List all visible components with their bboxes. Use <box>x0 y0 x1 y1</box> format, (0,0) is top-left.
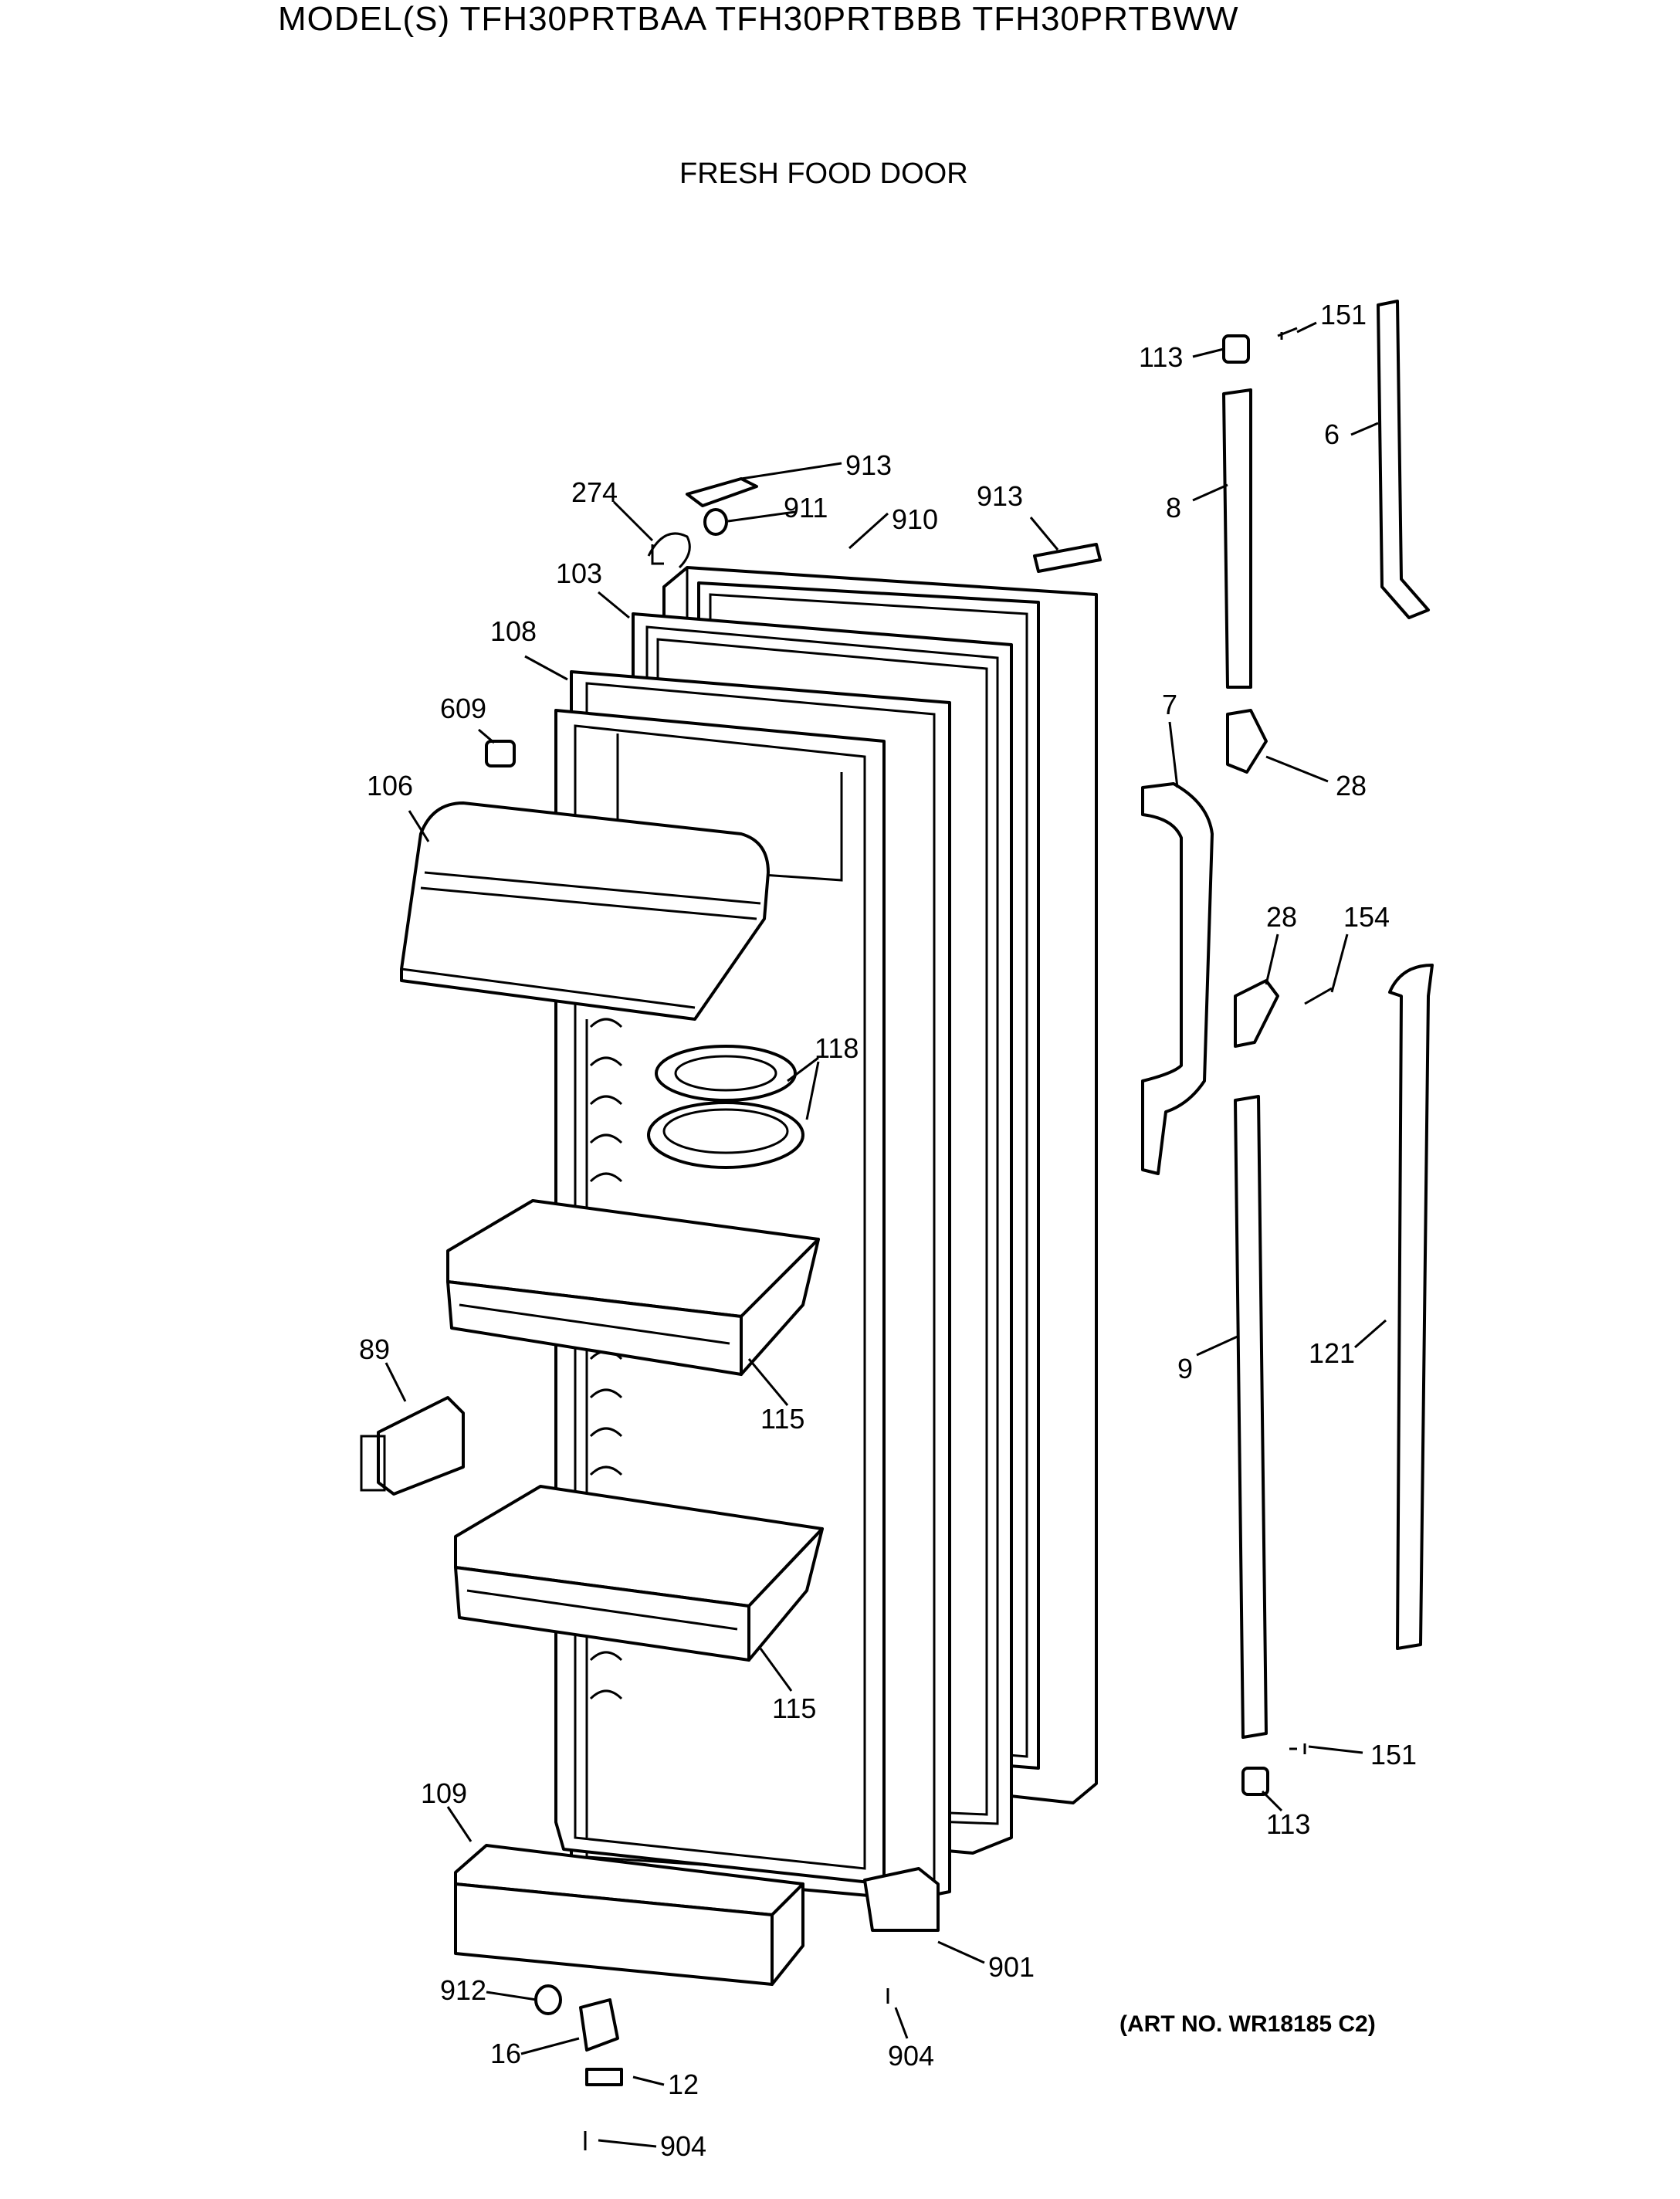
egg-tray-lower <box>647 1101 804 1169</box>
hinge-cap <box>534 1984 562 2015</box>
hinge-screw <box>1304 987 1333 1005</box>
hinge-cam <box>579 1998 619 2052</box>
callout-904-b: 904 <box>660 2130 706 2162</box>
callout-103: 103 <box>556 557 602 589</box>
callout-108: 108 <box>490 615 537 647</box>
callout-109: 109 <box>421 1777 467 1809</box>
leader-lines <box>384 321 1387 2148</box>
callout-113-top: 113 <box>1139 341 1183 373</box>
door-stop-bracket <box>863 1867 940 1932</box>
callout-28-a: 28 <box>1336 770 1367 801</box>
door-bin-lower <box>454 1485 824 1662</box>
hinge-bushing <box>703 508 728 536</box>
callout-151-top: 151 <box>1320 299 1367 330</box>
dairy-compartment-cover <box>400 801 770 1021</box>
callout-106: 106 <box>367 770 413 801</box>
bottom-door-bin <box>454 1844 804 1986</box>
air-filter-part <box>360 1396 465 1496</box>
callout-6: 6 <box>1324 418 1340 450</box>
trim-end-cap-bottom <box>1241 1767 1269 1796</box>
callout-115-a: 115 <box>760 1403 804 1435</box>
callout-151-bot: 151 <box>1370 1739 1417 1770</box>
callout-8: 8 <box>1166 492 1181 523</box>
handle-trim-lower <box>1388 964 1434 1650</box>
callout-912: 912 <box>440 1974 486 2006</box>
callout-904-a: 904 <box>888 2040 934 2072</box>
page-title: MODEL(S) TFH30PRTBAA TFH30PRTBBB TFH30PR… <box>278 0 1239 38</box>
hinge-shim-left <box>686 477 758 507</box>
callout-121: 121 <box>1309 1337 1355 1369</box>
hinge-plate <box>585 2068 623 2086</box>
door-switch-clip <box>485 740 516 767</box>
callout-115-b: 115 <box>772 1692 816 1724</box>
hinge-shim-right <box>1033 543 1102 573</box>
hinge-bracket-upper <box>1226 709 1268 774</box>
wire-harness <box>647 532 691 569</box>
callout-913-b: 913 <box>977 480 1023 512</box>
callout-89: 89 <box>359 1333 390 1365</box>
callout-154: 154 <box>1343 901 1390 933</box>
callout-274: 274 <box>571 476 618 508</box>
trim-strip-lower <box>1234 1095 1268 1739</box>
art-number: (ART NO. WR18185 C2) <box>1119 2011 1376 2037</box>
callout-911: 911 <box>784 492 828 523</box>
egg-tray-upper <box>655 1045 797 1102</box>
callout-16: 16 <box>490 2038 521 2069</box>
callout-910: 910 <box>892 503 938 535</box>
door-handle <box>1141 782 1214 1175</box>
trim-strip-upper <box>1222 388 1252 689</box>
hinge-bracket-lower <box>1234 979 1279 1048</box>
callout-12: 12 <box>668 2069 699 2100</box>
callout-28-b: 28 <box>1266 901 1297 933</box>
screw-bottom <box>1289 1743 1306 1754</box>
trim-end-cap-top <box>1222 334 1250 364</box>
callout-118: 118 <box>815 1032 859 1064</box>
door-bin-upper <box>446 1199 820 1376</box>
diagram-subtitle: FRESH FOOD DOOR <box>679 158 968 190</box>
callout-609: 609 <box>440 693 486 724</box>
callout-113-bot: 113 <box>1266 1808 1310 1840</box>
screw-top <box>1277 327 1298 340</box>
callout-7: 7 <box>1162 689 1177 720</box>
handle-trim-upper <box>1377 300 1430 619</box>
callout-901: 901 <box>988 1951 1035 1983</box>
callout-913-a: 913 <box>845 449 892 481</box>
callout-9: 9 <box>1177 1353 1193 1384</box>
